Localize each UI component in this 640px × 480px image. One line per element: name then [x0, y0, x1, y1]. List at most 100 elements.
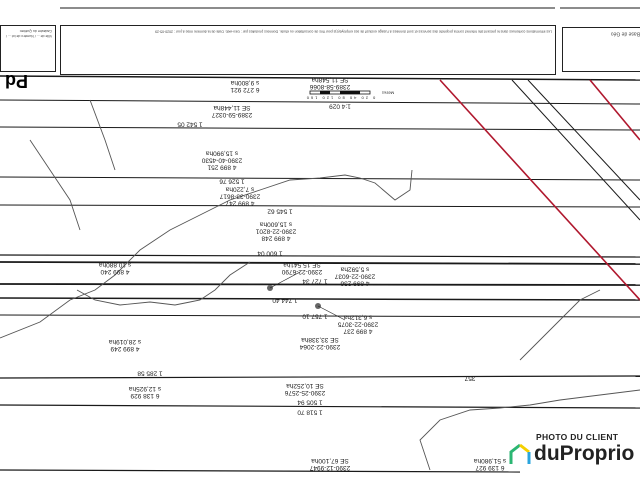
stream — [0, 169, 413, 339]
scale-unit: Mètres — [381, 90, 395, 96]
lot-label-line: 1 545 62 — [267, 207, 293, 215]
lot-label-line: SE 15,541ha — [283, 261, 321, 268]
lot-label-line: s 9,800ha — [230, 79, 260, 86]
lot-label-line: 2389-59-0327 — [211, 111, 253, 118]
lot-line — [0, 176, 640, 181]
scale-ticks: 0 20 40 80 120 160 — [304, 95, 376, 101]
lot-label-line: 4 899 247 — [225, 199, 255, 207]
lot-label: 357 — [465, 375, 476, 382]
lot-label-line: 6 272 921 — [230, 86, 260, 93]
lot-label-line: 6 139 927 — [475, 464, 505, 471]
lot-line — [0, 297, 640, 301]
lot-label-line: SE 10,252ha — [286, 382, 324, 389]
lot-label-line: s 51,980ha — [473, 457, 507, 464]
lot-label: 1 518 70 — [297, 409, 322, 416]
lot-label-line: 2390-22-6790 — [281, 268, 323, 275]
lot-label-line: SE 67,100ha — [311, 457, 349, 464]
lot-label-line: 1 727 34 — [302, 277, 328, 285]
lot-line — [0, 404, 640, 409]
stream — [76, 261, 251, 306]
lot-label-line: 1 518 70 — [297, 408, 323, 416]
lot-label-line: 6 138 929 — [130, 392, 160, 399]
lot-line — [0, 283, 640, 286]
streams — [0, 99, 640, 471]
lot-label: 1 757 10 — [302, 313, 327, 320]
lot-label-line: 4 899 240 — [100, 268, 130, 275]
stream — [89, 99, 116, 171]
municipal-boundary — [439, 79, 640, 301]
lot-label: 1 727 34 — [302, 278, 327, 285]
lot-line — [0, 314, 640, 318]
lot-label-line: 4 899 237 — [343, 327, 373, 335]
lot-label-line: 1 505 94 — [297, 398, 323, 406]
lot-line — [0, 204, 640, 208]
duproprio-watermark: PHOTO DU CLIENT duProprio — [508, 430, 634, 470]
lot-label-line: 2389-58-8066 — [309, 83, 351, 90]
watermark-caption: PHOTO DU CLIENT — [536, 432, 619, 442]
scale-bar — [309, 90, 371, 95]
lot-label-line: 2390-22-3075 — [337, 320, 379, 328]
stream — [519, 289, 601, 361]
lot-label-line: 1 542 05 — [177, 120, 203, 128]
lot-label-line: 4 899 249 — [110, 345, 140, 352]
lot-label: 1 545 62 — [267, 208, 292, 215]
source-box: Base de Géo — [562, 27, 640, 72]
lot-line — [0, 375, 640, 379]
lot-label-line: 2390-33-8617 — [219, 192, 261, 200]
lot-label-line: s 5,592ha — [340, 265, 370, 273]
lot-label-line: 2390-12-9947 — [309, 464, 351, 471]
lot-line — [0, 254, 640, 258]
lot-label-line: 2390-22-6037 — [334, 272, 376, 280]
lot-label-line: 357 — [464, 374, 476, 382]
lot-label-line: SE 11,548ha — [311, 76, 349, 83]
lot-label-line: 1 526 76 — [219, 177, 245, 185]
source-box-title: Base de Géo — [610, 30, 640, 37]
watermark-brand: duProprio — [534, 442, 635, 465]
lot-label-line: 4 899 248 — [261, 234, 291, 242]
notice-text: Les informations contenues dans le prése… — [155, 29, 552, 34]
stream — [419, 389, 640, 471]
lot-label-line: s 7,220ha — [225, 185, 255, 193]
lot-label-line: 2390-40-4530 — [201, 156, 243, 164]
lot-line — [0, 261, 640, 265]
lot-label-line: s 15,990ha — [205, 149, 239, 157]
lot-label-line: 4 899 236 — [340, 279, 370, 287]
house-logo-icon — [509, 443, 531, 464]
lot-label-line: 2390-22-8201 — [255, 227, 297, 235]
title-box: Ville de ... / Numéro de lot ... / Cadas… — [0, 25, 56, 91]
scale-label: 1:4 029 — [329, 102, 351, 110]
lot-line — [0, 75, 640, 81]
lot-line — [0, 469, 521, 473]
lot-label: 1 526 76 — [219, 178, 244, 185]
lot-boundaries — [0, 7, 640, 473]
lot-label-line: 1 285 58 — [137, 369, 163, 377]
survey-markers — [267, 271, 346, 321]
lot-label: 1 744 40 — [272, 297, 297, 304]
lot-label-line: 2390-25-2576 — [284, 389, 326, 396]
title-box-text: Ville de ... / Numéro de lot ... / Cadas… — [5, 29, 52, 39]
lot-label-line: 1 744 40 — [272, 296, 298, 304]
stream — [29, 139, 81, 231]
lot-label-line: 4 899 251 — [207, 163, 237, 171]
road-edge — [527, 79, 640, 201]
road-edge — [511, 79, 640, 221]
lot-line — [0, 126, 640, 131]
lot-label-line: 1 757 10 — [302, 312, 328, 320]
lot-label-line: s 10,880ha — [98, 261, 132, 268]
lot-label-line: SE 33,338ha — [301, 336, 339, 343]
lot-label: 1 505 94 — [297, 399, 322, 406]
lot-label: 1 285 58 — [137, 370, 162, 377]
lot-label-line: 2390-22-2064 — [299, 343, 341, 350]
red-boundary-line — [589, 79, 640, 141]
